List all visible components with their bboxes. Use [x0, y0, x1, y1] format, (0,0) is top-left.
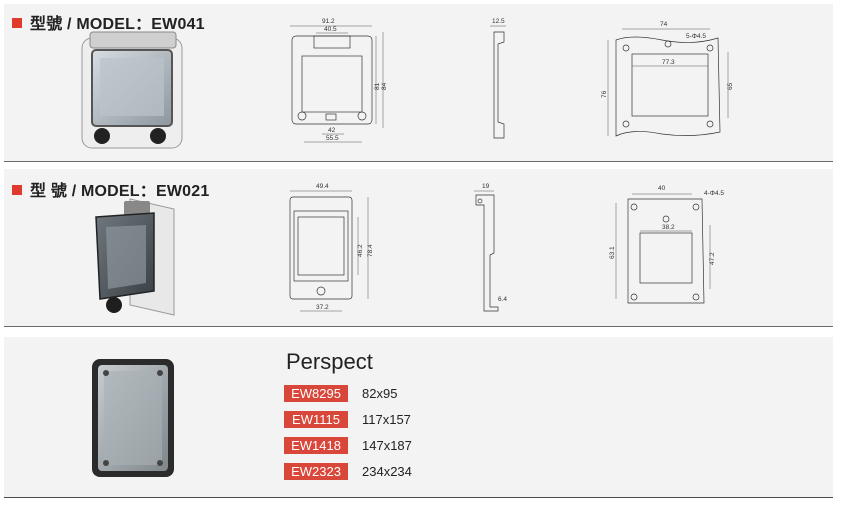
- svg-text:81: 81: [374, 82, 381, 90]
- ew021-rear-drawing: 40 4-Φ4.5 38.2 63.1 47.2: [609, 185, 724, 304]
- perspect-row: EW2323 234x234: [284, 462, 412, 480]
- svg-text:65: 65: [727, 82, 734, 90]
- model-size: 234x234: [362, 463, 412, 479]
- svg-text:19: 19: [482, 183, 490, 190]
- perspect-product-photo: [92, 359, 174, 477]
- model-code-badge: EW2323: [284, 462, 348, 480]
- model-ew021-title: 型 號 / MODEL：EW021: [12, 177, 209, 201]
- ew041-product-photo: [81, 31, 183, 149]
- ew021-product-photo: [95, 198, 175, 316]
- model-code-badge: EW8295: [284, 384, 348, 402]
- model-code-badge: EW1115: [284, 410, 348, 428]
- svg-text:40.5: 40.5: [324, 26, 337, 33]
- svg-text:55.5: 55.5: [326, 135, 339, 142]
- red-square-icon: [12, 18, 22, 28]
- perspect-row: EW8295 82x95: [284, 384, 397, 402]
- svg-text:5-Φ4.5: 5-Φ4.5: [686, 33, 706, 40]
- svg-text:12.5: 12.5: [492, 18, 505, 25]
- model-ew021-section: 型 號 / MODEL：EW021 49.4 46.2 78.4 37.2 19: [4, 169, 833, 327]
- ew021-side-drawing: 19 6.4: [474, 183, 507, 312]
- svg-text:42: 42: [328, 127, 336, 134]
- svg-text:76: 76: [601, 90, 608, 98]
- model-size: 147x187: [362, 437, 412, 453]
- ew041-side-drawing: 12.5: [490, 18, 506, 139]
- svg-text:63.1: 63.1: [609, 246, 616, 259]
- perspect-row: EW1115 117x157: [284, 410, 411, 428]
- perspect-section: Perspect EW8295 82x95 EW1115 117x157 EW1…: [4, 337, 833, 498]
- perspect-row: EW1418 147x187: [284, 436, 412, 454]
- svg-text:91.2: 91.2: [322, 18, 335, 25]
- svg-text:37.2: 37.2: [316, 304, 329, 311]
- svg-text:40: 40: [658, 185, 666, 192]
- svg-text:49.4: 49.4: [316, 183, 329, 190]
- svg-text:78.4: 78.4: [367, 244, 374, 257]
- svg-text:6.4: 6.4: [498, 296, 507, 303]
- svg-text:74: 74: [660, 21, 668, 28]
- model-ew041-section: 型號 / MODEL：EW041 91.2 40.5 81 84 42: [4, 4, 833, 162]
- red-square-icon: [12, 185, 22, 195]
- model-size: 82x95: [362, 385, 398, 401]
- model-ew041-title: 型號 / MODEL：EW041: [12, 10, 205, 34]
- ew041-front-drawing: 91.2 40.5 81 84 42 55.5: [290, 18, 388, 143]
- svg-text:47.2: 47.2: [709, 252, 716, 265]
- model-size: 117x157: [362, 411, 411, 427]
- svg-text:84: 84: [381, 82, 388, 90]
- ew041-rear-drawing: 74 5-Φ4.5 77.3 76 65: [601, 21, 734, 137]
- svg-text:46.2: 46.2: [357, 244, 364, 257]
- svg-text:77.3: 77.3: [662, 59, 675, 66]
- ew021-front-drawing: 49.4 46.2 78.4 37.2: [289, 183, 374, 312]
- svg-text:4-Φ4.5: 4-Φ4.5: [704, 190, 724, 197]
- svg-text:38.2: 38.2: [662, 224, 675, 231]
- model-code-badge: EW1418: [284, 436, 348, 454]
- perspect-heading: Perspect: [286, 349, 373, 374]
